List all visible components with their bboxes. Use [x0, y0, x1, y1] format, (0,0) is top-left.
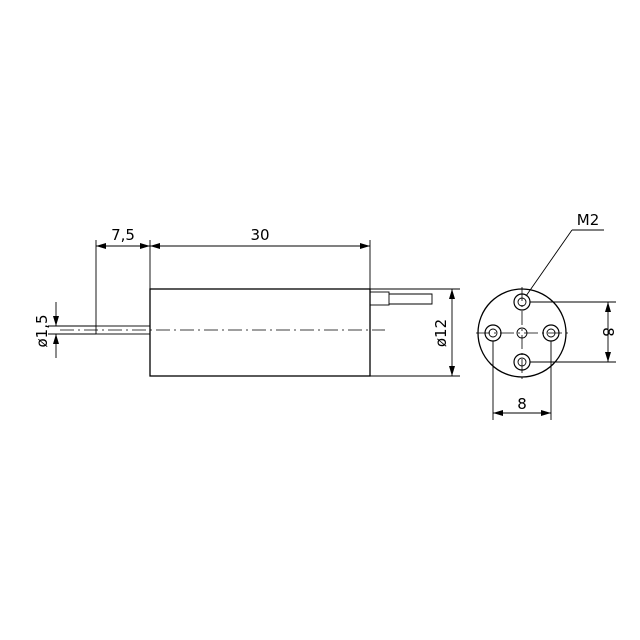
rear-terminal	[369, 291, 390, 306]
shaft-length-label: 7,5	[111, 226, 135, 244]
hole-spacing-vertical-label: 8	[599, 327, 617, 337]
end-view: M2 8 8	[476, 211, 617, 420]
thread-leader-line	[525, 229, 573, 297]
body-length-label: 30	[250, 226, 269, 244]
center-hub	[516, 327, 528, 339]
body-diameter-label: ø12	[432, 319, 450, 347]
motor-body	[149, 288, 371, 377]
lead-wire	[389, 293, 433, 305]
hole-spacing-horizontal-label: 8	[517, 395, 527, 413]
side-view: 7,5 30 ø1,5 ø12	[33, 226, 460, 377]
shaft-diameter-label: ø1,5	[33, 314, 51, 347]
thread-label: M2	[577, 211, 600, 229]
